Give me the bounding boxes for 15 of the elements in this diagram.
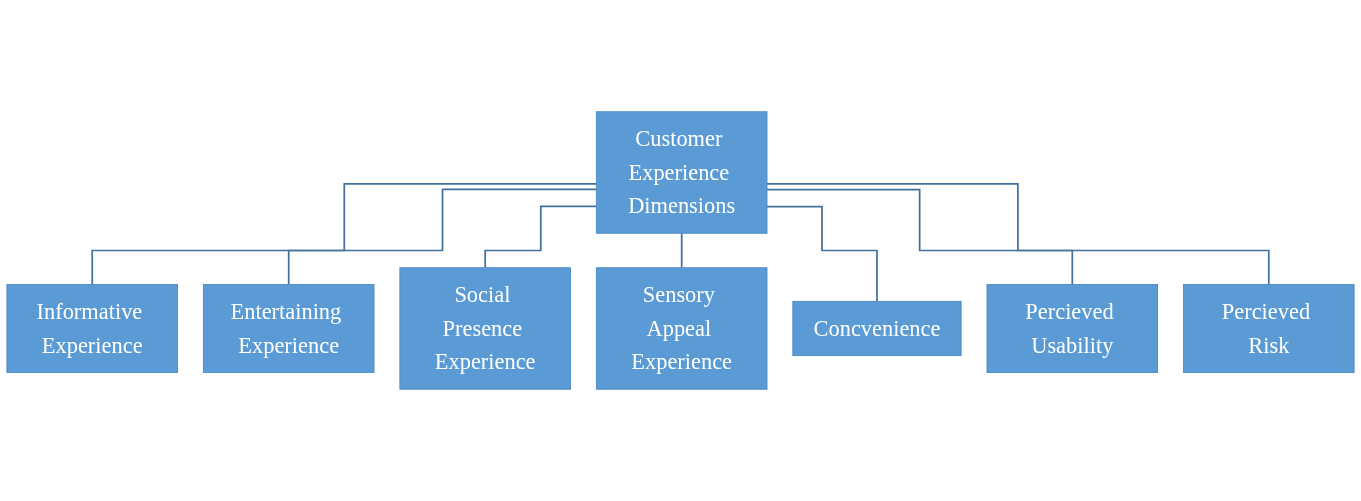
node-box: Sensory Appeal Experience: [595, 267, 768, 390]
connector: [766, 183, 1270, 286]
node-box: Concvenience: [792, 300, 962, 357]
node-box: Entertaining Experience: [202, 284, 375, 373]
connector: [766, 188, 1074, 286]
node-box: Customer Experience Dimensions: [595, 111, 768, 234]
connector: [287, 188, 598, 286]
connector: [91, 182, 598, 286]
node-box: Social Presence Experience: [399, 267, 571, 390]
connector: [680, 232, 683, 269]
node-box: Informative Experience: [6, 284, 178, 373]
node-box: Percieved Risk: [1183, 284, 1355, 373]
node-box: Percieved Usability: [986, 284, 1159, 373]
connector: [766, 205, 878, 303]
connector: [484, 205, 598, 269]
